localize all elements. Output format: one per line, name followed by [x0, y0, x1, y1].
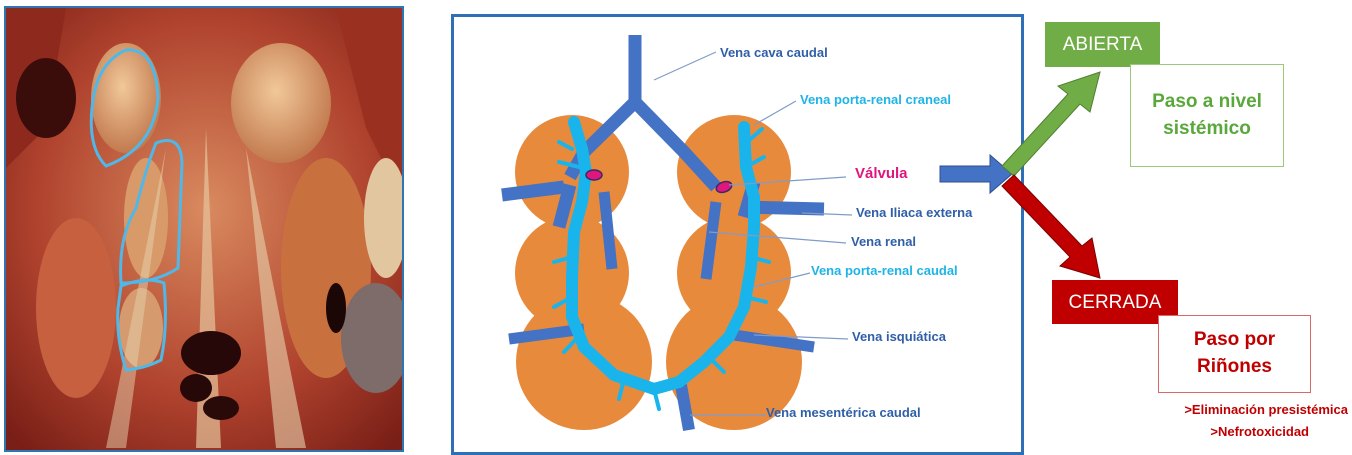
closed-result-line1: Paso por [1194, 327, 1275, 354]
closed-result-line2: Riñones [1197, 354, 1272, 381]
vein-schematic [454, 17, 1021, 452]
renal-portal-diagram: Vena cava caudal Vena porta-renal cranea… [451, 14, 1024, 455]
label-vena-iliaca-externa: Vena Iliaca externa [856, 205, 972, 220]
open-result-box: Paso a nivel sistémico [1130, 64, 1284, 167]
open-result-line2: sistémico [1163, 116, 1251, 143]
label-valvula: Válvula [855, 165, 908, 182]
dissection-image [6, 8, 404, 452]
valve-left [586, 170, 602, 180]
label-vena-isquiatica: Vena isquiática [852, 329, 946, 344]
label-vena-mesenterica-caudal: Vena mesentérica caudal [766, 405, 921, 420]
label-vena-porta-renal-caudal: Vena porta-renal caudal [811, 263, 958, 278]
open-result-line1: Paso a nivel [1152, 89, 1262, 116]
closed-result-box: Paso por Riñones [1158, 315, 1311, 393]
label-vena-renal: Vena renal [851, 234, 916, 249]
open-title-box: ABIERTA [1045, 22, 1160, 67]
note-eliminacion: >Eliminación presistémica [1184, 402, 1348, 417]
dissection-photo [4, 6, 404, 452]
label-vena-cava-caudal: Vena cava caudal [720, 45, 828, 60]
note-nefrotoxicidad: >Nefrotoxicidad [1210, 424, 1309, 439]
label-vena-porta-renal-craneal: Vena porta-renal craneal [800, 92, 951, 107]
kidney-left-caudal [516, 294, 652, 430]
